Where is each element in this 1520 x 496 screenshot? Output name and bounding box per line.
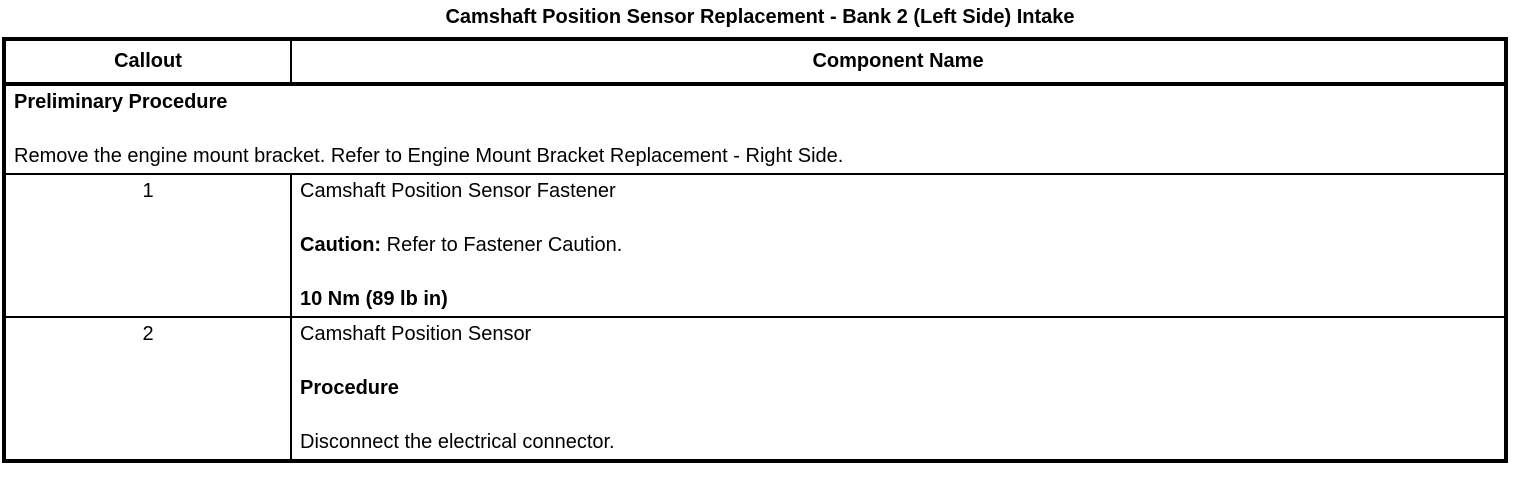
component-line: Camshaft Position Sensor (300, 323, 1496, 346)
preliminary-procedure-cell: Preliminary Procedure Remove the engine … (3, 83, 1507, 175)
procedure-step-text: Disconnect the electrical connector. (300, 431, 615, 453)
procedure-heading-bold: Procedure (300, 377, 399, 399)
caution-line: Caution: Refer to Fastener Caution. (300, 234, 1496, 257)
component-line-text: Camshaft Position Sensor Fastener (300, 180, 616, 202)
procedure-heading-line: Procedure (300, 377, 1496, 400)
component-name-cell: Camshaft Position Sensor Fastener Cautio… (290, 173, 1507, 318)
torque-spec-bold: 10 Nm (89 lb in) (300, 288, 448, 310)
column-header-component-name: Component Name (290, 38, 1507, 86)
component-line: Camshaft Position Sensor Fastener (300, 180, 1496, 203)
torque-spec-line: 10 Nm (89 lb in) (300, 288, 1496, 311)
caution-text: Refer to Fastener Caution. (381, 234, 623, 256)
component-line-text: Camshaft Position Sensor (300, 323, 532, 345)
table-header-row: Callout Component Name (3, 38, 1507, 86)
preliminary-procedure-row: Preliminary Procedure Remove the engine … (3, 83, 1507, 175)
table-row: 1 Camshaft Position Sensor Fastener Caut… (3, 173, 1507, 318)
callout-number: 2 (3, 316, 292, 462)
procedure-step-line: Disconnect the electrical connector. (300, 431, 1496, 454)
caution-label: Caution: (300, 234, 382, 256)
page-title: Camshaft Position Sensor Replacement - B… (445, 6, 1075, 28)
column-header-callout: Callout (3, 38, 292, 86)
table-row: 2 Camshaft Position Sensor Procedure Dis… (3, 316, 1507, 462)
callout-number: 1 (3, 173, 292, 318)
component-name-cell: Camshaft Position Sensor Procedure Disco… (290, 316, 1507, 462)
callout-component-table: Callout Component Name Preliminary Proce… (2, 37, 1508, 463)
preliminary-procedure-heading: Preliminary Procedure (14, 91, 228, 113)
preliminary-procedure-text: Remove the engine mount bracket. Refer t… (14, 145, 844, 167)
